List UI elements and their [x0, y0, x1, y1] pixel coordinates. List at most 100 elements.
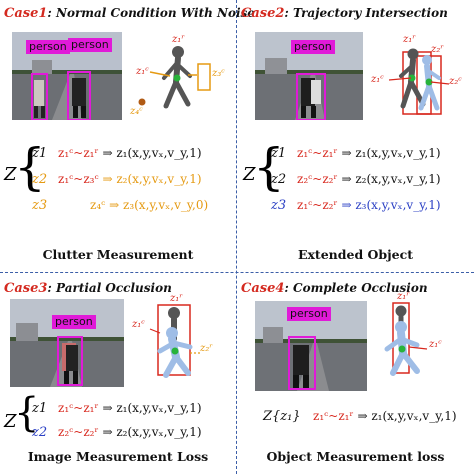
case4-caption: Object Measurement loss — [266, 449, 445, 464]
case1-figure: z₁ʳ z₁ᶜ z₃ᶜ z₄ᶜ — [130, 30, 230, 125]
case3-label-z1c: z₁ᶜ — [132, 319, 145, 330]
case3-equations: Z { z1 z2 z₁ᶜ~z₁ʳ ⇒ z₁(x,y,vₓ,v_y,1) z₂ᶜ… — [0, 393, 236, 457]
case3-scene — [10, 299, 124, 387]
case4-eq1-left: z₁ᶜ~z₁ʳ — [313, 409, 354, 423]
case1-eq2: z₁ᶜ~z₃ᶜ ⇒ z₂(x,y,vₓ,v_y,1) — [58, 172, 202, 186]
case4-equations: Z{z₁} z₁ᶜ~z₁ʳ ⇒ z₁(x,y,vₓ,v_y,1) — [237, 405, 474, 445]
case3-eq1-right: ⇒ z₁(x,y,vₓ,v_y,1) — [102, 401, 202, 415]
case1-eq2-right: ⇒ z₂(x,y,vₓ,v_y,1) — [102, 172, 202, 186]
case4-figure: z₁ʳ z₁ᶜ — [373, 291, 469, 388]
case2-person-label: person — [291, 40, 335, 54]
case2-eq1: z₁ᶜ~z₁ʳ ⇒ z₁(x,y,vₓ,v_y,1) — [297, 146, 441, 160]
case3-panel: Case3: Partial Occlusion person — [0, 273, 236, 474]
case1-eq3-left: z₄ᶜ — [90, 198, 106, 212]
case1-person-label-2: person — [68, 38, 112, 52]
vertical-divider — [236, 0, 237, 474]
case1-eq2-left: z₁ᶜ~z₃ᶜ — [58, 172, 99, 186]
case3-eq1: z₁ᶜ~z₁ʳ ⇒ z₁(x,y,vₓ,v_y,1) — [58, 401, 202, 415]
case4-label-z1c: z₁ᶜ — [429, 339, 442, 350]
case3-figure-svg — [149, 304, 200, 378]
horizontal-divider — [0, 272, 474, 273]
case4-photo: person — [255, 301, 367, 391]
case1-person-label-1: person — [26, 40, 70, 54]
case2-z3: z3 — [271, 198, 287, 213]
case4-title: Case4: Complete Occlusion — [241, 281, 428, 296]
case3-eq2-left: z₂ᶜ~z₂ʳ — [58, 425, 99, 439]
case3-id: Case3 — [4, 281, 48, 296]
case4-scene — [255, 301, 367, 391]
case1-eq1-right: ⇒ z₁(x,y,vₓ,v_y,1) — [102, 146, 202, 160]
case4-name: : Complete Occlusion — [284, 281, 428, 295]
case1-figure-svg — [138, 46, 211, 109]
case2-title: Case2: Trajectory Intersection — [241, 6, 448, 21]
case2-label-z2c: z₂ᶜ — [449, 76, 462, 87]
case2-eq3-left: z₁ᶜ~z₂ʳ — [297, 198, 338, 212]
case1-brace: { — [14, 138, 46, 196]
case2-eq2-left: z₂ᶜ~z₂ʳ — [297, 172, 338, 186]
case2-label-z2r: z₂ʳ — [431, 44, 444, 55]
case1-eq3-right: ⇒ z₃(x,y,vₓ,v_y,0) — [109, 198, 209, 212]
case1-label-z3c: z₃ᶜ — [212, 68, 225, 79]
case2-z2: z2 — [271, 172, 287, 187]
case1-eq1: z₁ᶜ~z₁ʳ ⇒ z₁(x,y,vₓ,v_y,1) — [58, 146, 202, 160]
case1-label-z1r: z₁ʳ — [172, 34, 185, 45]
case3-photo: person — [10, 299, 124, 387]
case1-label-z1c: z₁ᶜ — [136, 66, 149, 77]
case3-name: : Partial Occlusion — [47, 281, 172, 295]
case1-panel: Case1: Normal Condition With Noise perso… — [0, 0, 255, 272]
case2-label-z1r: z₁ʳ — [403, 34, 416, 45]
case1-equations: Z { z1 z2 z3 z₁ᶜ~z₁ʳ ⇒ z₁(x,y,vₓ,v_y,1) … — [0, 136, 236, 236]
case2-z1: z1 — [271, 146, 287, 161]
case4-figure-svg — [384, 302, 428, 376]
case3-label-z1r: z₁ʳ — [170, 293, 183, 304]
case4-person-label: person — [287, 307, 331, 321]
case4-label-z1r: z₁ʳ — [397, 291, 410, 302]
case2-photo: person — [255, 32, 363, 120]
case2-eq3-right: ⇒ z₃(x,y,vₓ,v_y,1) — [341, 198, 441, 212]
case2-label-z1c: z₁ᶜ — [371, 74, 384, 85]
case3-brace: { — [14, 390, 40, 436]
case2-z-symbol: Z — [243, 164, 256, 185]
case2-name: : Trajectory Intersection — [284, 6, 448, 20]
case3-z1: z1 — [32, 401, 48, 416]
case1-eq1-left: z₁ᶜ~z₁ʳ — [58, 146, 99, 160]
case3-eq2: z₂ᶜ~z₂ʳ ⇒ z₂(x,y,vₓ,v_y,1) — [58, 425, 202, 439]
case2-eq1-left: z₁ᶜ~z₁ʳ — [297, 146, 338, 160]
case2-eq2-right: ⇒ z₂(x,y,vₓ,v_y,1) — [341, 172, 441, 186]
case1-z2: z2 — [32, 172, 48, 187]
case3-caption: Image Measurement Loss — [27, 449, 209, 464]
case3-eq2-right: ⇒ z₂(x,y,vₓ,v_y,1) — [102, 425, 202, 439]
case2-eq2: z₂ᶜ~z₂ʳ ⇒ z₂(x,y,vₓ,v_y,1) — [297, 172, 441, 186]
case4-id: Case4 — [241, 281, 285, 296]
case2-caption: Extended Object — [297, 247, 414, 262]
case3-label-z2r: z₂ʳ — [200, 343, 213, 354]
case4-z-symbol: Z{z₁} — [263, 409, 301, 424]
case1-label-z4c: z₄ᶜ — [130, 106, 143, 117]
case4-eq1: z₁ᶜ~z₁ʳ ⇒ z₁(x,y,vₓ,v_y,1) — [313, 409, 457, 423]
case1-z3: z3 — [32, 198, 48, 213]
case2-eq3: z₁ᶜ~z₂ʳ ⇒ z₃(x,y,vₓ,v_y,1) — [297, 198, 441, 212]
case3-z2: z2 — [32, 425, 48, 440]
case1-z1: z1 — [32, 146, 48, 161]
case1-photo: person person — [12, 32, 122, 120]
case3-figure: z₁ʳ z₁ᶜ z₂ʳ — [130, 293, 230, 388]
case4-eq1-right: ⇒ z₁(x,y,vₓ,v_y,1) — [357, 409, 457, 423]
case2-eq1-right: ⇒ z₁(x,y,vₓ,v_y,1) — [341, 146, 441, 160]
case1-name: : Normal Condition With Noise — [47, 6, 255, 20]
case1-caption: Clutter Measurement — [42, 247, 194, 262]
case2-figure: z₁ʳ z₂ʳ z₁ᶜ z₂ᶜ — [369, 30, 469, 125]
case2-id: Case2 — [241, 6, 285, 21]
case3-person-label: person — [52, 315, 96, 329]
case2-equations: Z { z1 z2 z3 z₁ᶜ~z₁ʳ ⇒ z₁(x,y,vₓ,v_y,1) … — [237, 136, 474, 236]
case2-figure-svg — [388, 48, 450, 115]
case1-title: Case1: Normal Condition With Noise — [4, 6, 255, 21]
case1-eq3: z₄ᶜ ⇒ z₃(x,y,vₓ,v_y,0) — [90, 198, 208, 212]
case3-eq1-left: z₁ᶜ~z₁ʳ — [58, 401, 99, 415]
case1-id: Case1 — [4, 6, 48, 21]
case3-z-symbol: Z — [4, 411, 17, 432]
case3-title: Case3: Partial Occlusion — [4, 281, 172, 296]
case2-brace: { — [253, 138, 285, 196]
case1-z-symbol: Z — [4, 164, 17, 185]
case4-panel: Case4: Complete Occlusion person — [237, 273, 474, 474]
case2-panel: Case2: Trajectory Intersection person — [237, 0, 474, 272]
